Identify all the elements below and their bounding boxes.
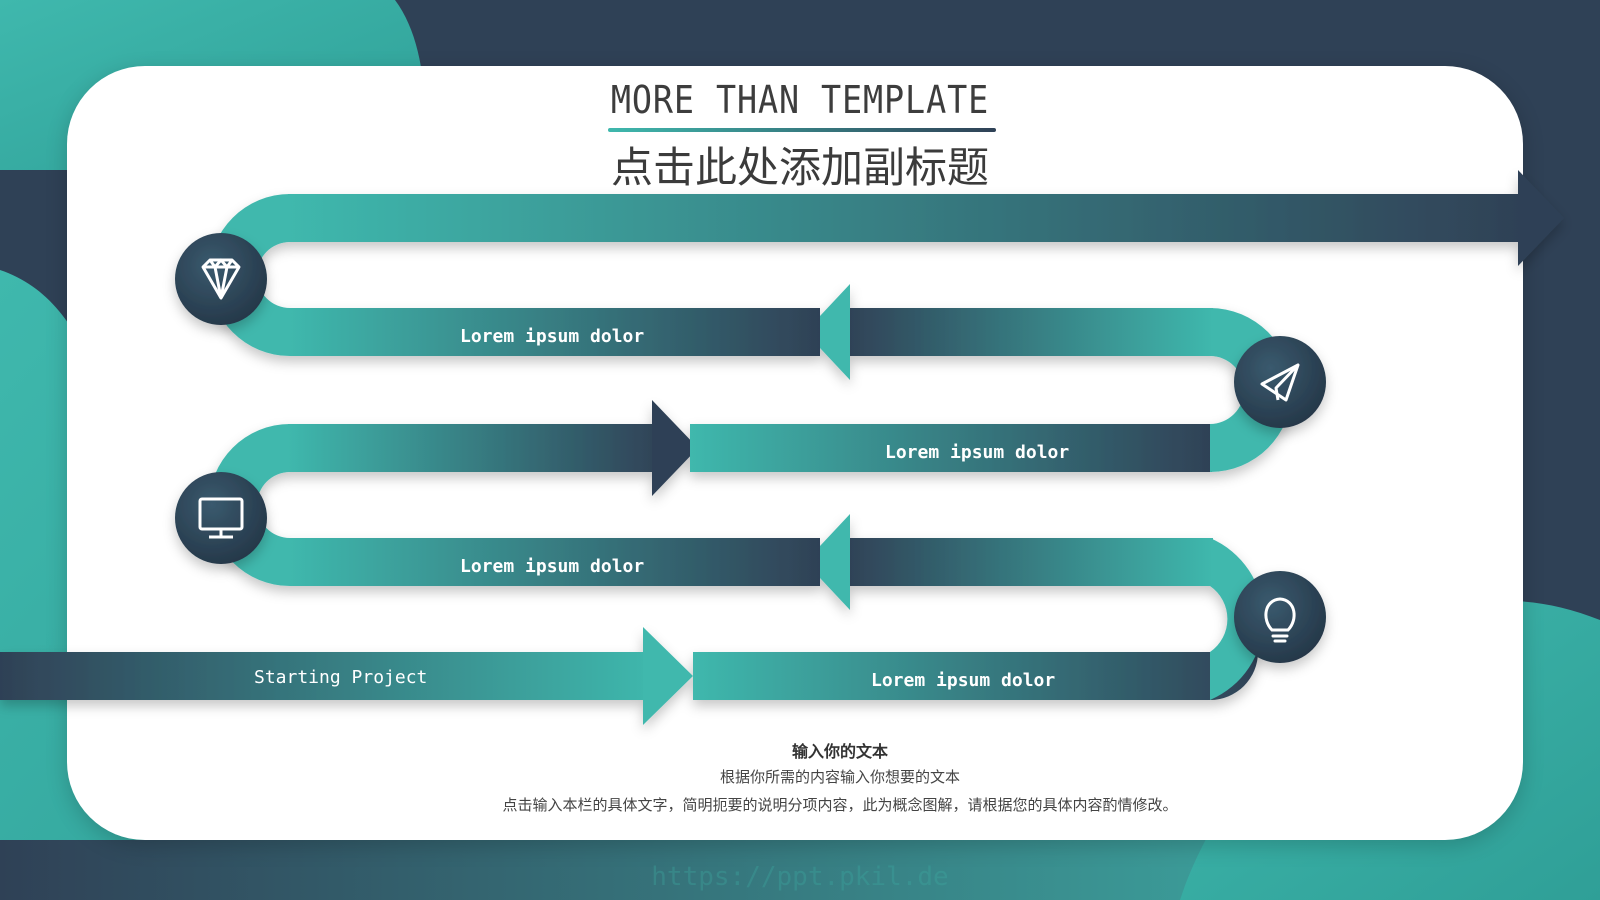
row4-bar-right [845, 308, 1213, 356]
body-line-2: 点击输入本栏的具体文字，简明扼要的说明分项内容，此为概念图解，请根据您的具体内容… [502, 796, 1178, 814]
row1-bar [693, 628, 1258, 700]
title-underline [608, 128, 996, 132]
lightbulb-icon [1264, 597, 1296, 643]
page-subtitle: 点击此处添加副标题 [610, 143, 989, 192]
body-line-1: 根据你所需的内容输入你想要的文本 [719, 768, 960, 786]
row5-bar [288, 194, 1520, 242]
step-label-4: Lorem ipsum dolor [871, 670, 1056, 691]
diamond-icon [201, 258, 241, 300]
row3-bar-right [690, 424, 1212, 472]
icon-node-plane [1234, 336, 1326, 428]
page-title: MORE THAN TEMPLATE [610, 78, 990, 122]
start-bar [0, 652, 655, 700]
watermark: https://ppt.pkil.de [651, 862, 949, 892]
row2-arrow-head [805, 514, 850, 610]
icon-node-diamond [175, 233, 267, 325]
icon-node-monitor [175, 472, 267, 564]
start-arrow-head [643, 627, 693, 725]
step-label-3: Lorem ipsum dolor [460, 556, 645, 577]
monitor-icon [198, 497, 244, 539]
row2-bar-right [845, 538, 1213, 586]
paper-plane-icon [1260, 363, 1300, 402]
row4-arrow-head [805, 284, 850, 380]
body-heading: 输入你的文本 [791, 742, 888, 761]
start-label: Starting Project [254, 667, 428, 688]
row4-bar-left [290, 308, 820, 356]
step-label-1: Lorem ipsum dolor [460, 326, 645, 347]
icon-node-bulb [1234, 571, 1326, 663]
row3-bar-left [288, 424, 663, 472]
row5-arrow-head [1518, 170, 1564, 266]
row2-bar-left [290, 538, 820, 586]
step-label-2: Lorem ipsum dolor [885, 442, 1070, 463]
row3-arrow-head [652, 400, 698, 496]
